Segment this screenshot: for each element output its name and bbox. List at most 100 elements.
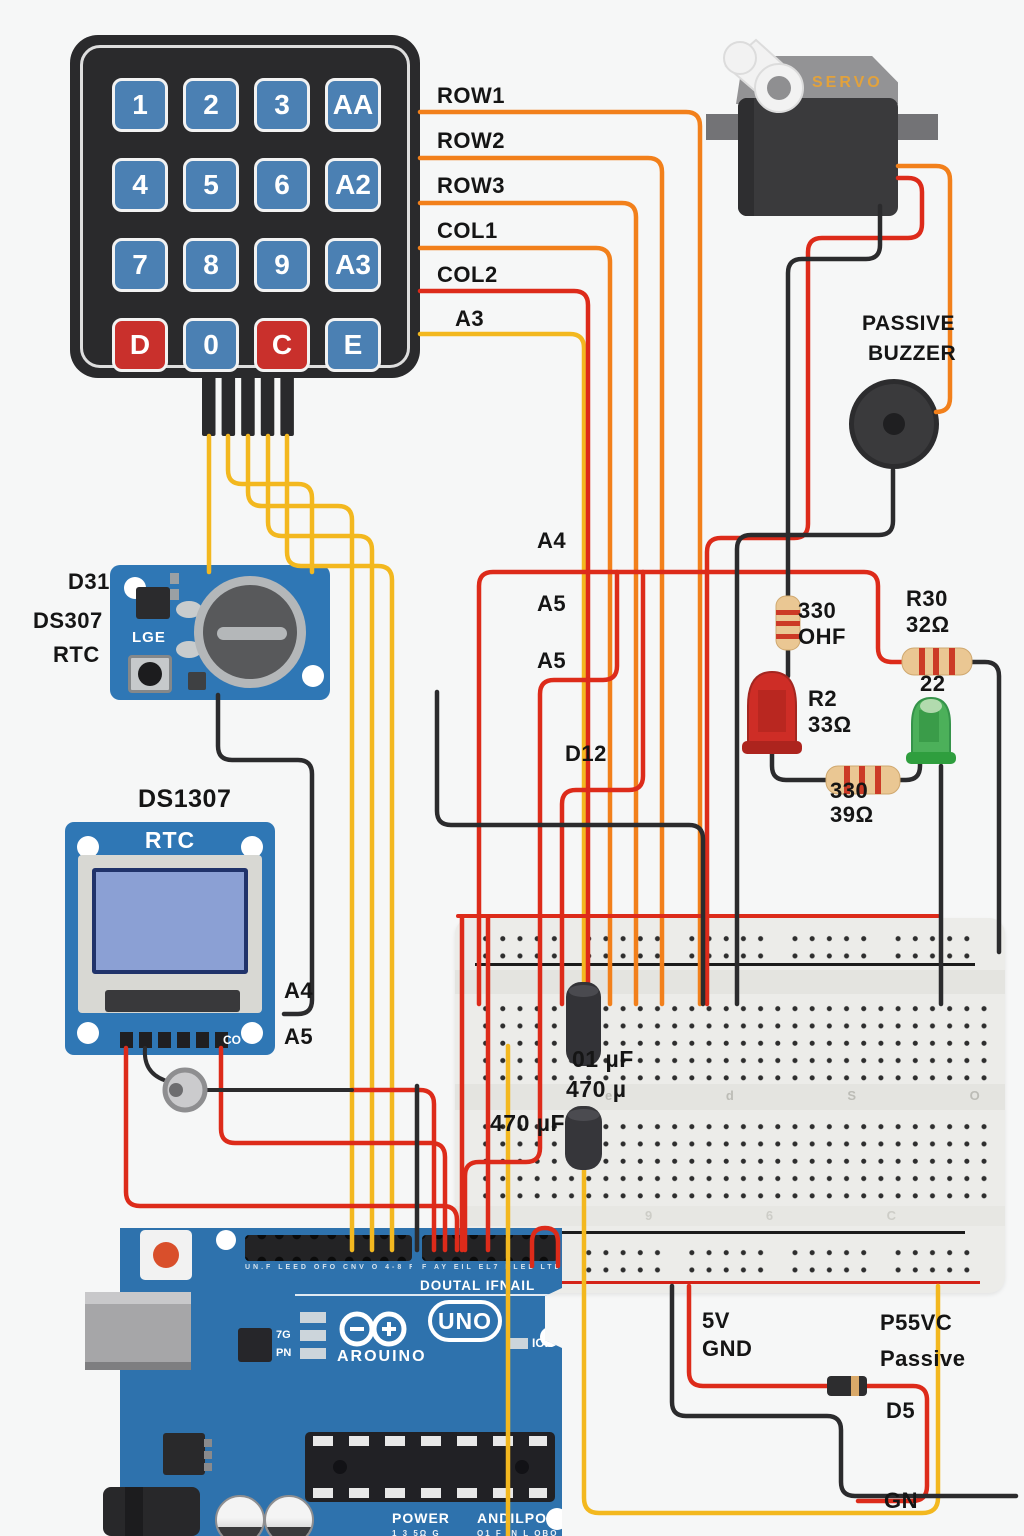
label-p55vc: P55VC — [880, 1310, 953, 1335]
digital-header-left[interactable] — [245, 1235, 412, 1261]
led-indicator — [300, 1348, 326, 1359]
lcd-screen — [92, 868, 248, 974]
silkscreen-line — [295, 1294, 560, 1296]
wire-lcd-1 — [123, 1045, 460, 1253]
led-label-b: PN — [276, 1347, 292, 1359]
mount-hole — [216, 1230, 236, 1250]
key-9[interactable]: 9 — [254, 238, 310, 292]
label-cap1-2: 470 µ — [566, 1076, 627, 1102]
key-1[interactable]: 1 — [112, 78, 168, 132]
mount-hole — [540, 1327, 560, 1347]
digital-header-right[interactable] — [422, 1235, 558, 1261]
diode — [827, 1376, 867, 1396]
led-indicator — [508, 1338, 528, 1349]
key-A2[interactable]: A2 — [325, 158, 381, 212]
servo-body-edge — [738, 98, 754, 216]
chip-dot — [515, 1460, 529, 1474]
usb-shadow — [85, 1362, 191, 1370]
led-indicator — [300, 1312, 326, 1323]
key-AA[interactable]: AA — [325, 78, 381, 132]
lcd-pin — [139, 1032, 152, 1048]
key-3[interactable]: 3 — [254, 78, 310, 132]
mount-hole — [302, 665, 324, 687]
keypad-pins — [202, 376, 294, 436]
key-7[interactable]: 7 — [112, 238, 168, 292]
key-A3[interactable]: A3 — [325, 238, 381, 292]
usb-connector — [85, 1292, 191, 1370]
label-r30-value: 32Ω — [906, 612, 950, 637]
servo-label: SERVO — [812, 74, 883, 91]
coin-cell-battery — [194, 576, 306, 688]
label-5v: 5V — [702, 1308, 730, 1333]
mount-hole — [546, 1508, 562, 1530]
regulator-pin — [204, 1463, 212, 1471]
label-lcd-a4: A4 — [284, 978, 314, 1003]
pin-labels-left: UN.F LEED OFO CNV O 4-8 R2B GD P L — [245, 1264, 412, 1271]
key-C[interactable]: C — [254, 318, 310, 372]
electrolytic-cap — [264, 1495, 314, 1536]
breadboard-lower-marks: 9 6 C — [645, 1208, 897, 1223]
key-E[interactable]: E — [325, 318, 381, 372]
key-4[interactable]: 4 — [112, 158, 168, 212]
label-a3: A3 — [455, 306, 485, 331]
mount-hole — [77, 836, 99, 858]
label-gn: GN — [884, 1488, 918, 1513]
label-r2-name: R2 — [808, 686, 838, 711]
wire-row1 — [417, 109, 703, 1007]
label-r330-2: OHF — [798, 624, 846, 649]
servo-motor: SERVO — [706, 38, 938, 220]
key-8[interactable]: 8 — [183, 238, 239, 292]
label-cap1-1: 01 µF — [572, 1046, 634, 1072]
arduino-brand-text: AROUINO — [337, 1348, 427, 1365]
label-buzzer-2: BUZZER — [868, 342, 957, 365]
reset-button[interactable] — [140, 1230, 192, 1280]
lcd-corner-text: CO — [223, 1033, 241, 1047]
power-jack — [103, 1487, 200, 1536]
label-rtc-ref: D31 — [68, 569, 110, 594]
cap-stripe — [266, 1527, 312, 1536]
label-d5: D5 — [886, 1398, 916, 1423]
breadboard-divider — [455, 970, 1005, 994]
label-r39-1: 330 — [830, 778, 869, 803]
lcd-pin — [177, 1032, 190, 1048]
digital-silkscreen: DOUTAL IFNAIL — [420, 1278, 536, 1293]
reset-button-cap — [153, 1242, 179, 1268]
rtc-coincell-module: LGE — [110, 565, 330, 700]
key-6[interactable]: 6 — [254, 158, 310, 212]
wire-row3 — [417, 200, 639, 1007]
cap-stripe — [217, 1527, 263, 1536]
trimmer-knob[interactable] — [162, 1067, 208, 1113]
lcd-pin — [158, 1032, 171, 1048]
label-row2: ROW2 — [437, 128, 505, 153]
chip-dot — [333, 1460, 347, 1474]
usb-top — [85, 1292, 191, 1304]
key-2[interactable]: 2 — [183, 78, 239, 132]
rtc-button[interactable] — [128, 655, 172, 693]
led-indicator — [300, 1330, 326, 1341]
pin-labels-right: F AY EIL EL7 DLEL LTLIJ — [422, 1264, 558, 1271]
lcd-connector-bar — [105, 990, 240, 1012]
label-a4: A4 — [537, 528, 567, 553]
key-5[interactable]: 5 — [183, 158, 239, 212]
lcd-pin — [120, 1032, 133, 1048]
mount-hole — [77, 1022, 99, 1044]
battery-clip — [176, 601, 202, 618]
regulator-pin — [204, 1439, 212, 1447]
key-0[interactable]: 0 — [183, 318, 239, 372]
smd-part — [188, 672, 206, 690]
label-r39-2: 39Ω — [830, 802, 874, 827]
wire-keypad-2 — [225, 433, 315, 575]
red-led — [742, 670, 802, 754]
arduino-logo-icon — [339, 1311, 407, 1347]
smd-pad — [170, 573, 179, 584]
key-D[interactable]: D — [112, 318, 168, 372]
label-d12: D12 — [565, 741, 607, 766]
lcd-rtc-module: RTC CO — [65, 822, 275, 1055]
label-cap2: 470 µF — [490, 1110, 566, 1136]
label-row1: ROW1 — [437, 83, 505, 108]
smd-ic — [238, 1328, 272, 1362]
wire-trimmer — [349, 1087, 437, 1253]
lcd-pin — [215, 1032, 228, 1048]
analog-pin-labels: O1 F IN L OBO — [477, 1529, 559, 1536]
